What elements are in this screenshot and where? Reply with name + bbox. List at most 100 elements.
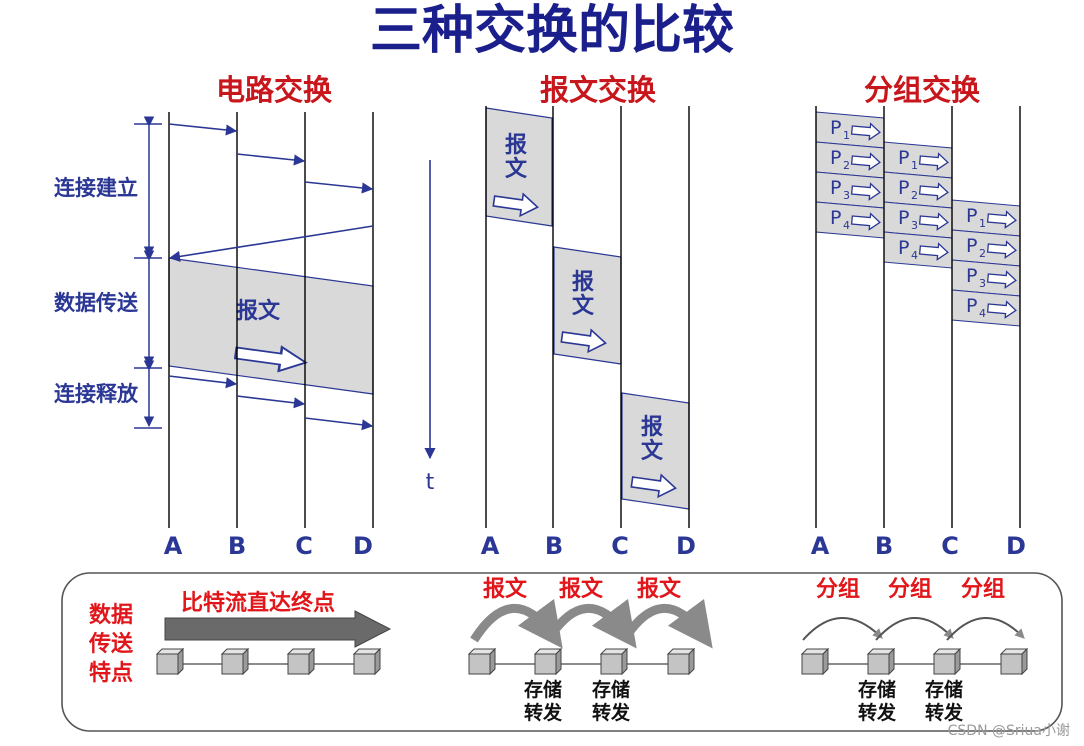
bitstream-label: 比特流直达终点 <box>181 590 335 616</box>
packet-label: P <box>966 265 977 287</box>
packet-index: 1 <box>843 129 850 142</box>
section-title-packet: 分组交换 <box>864 73 981 107</box>
packet-label: P <box>898 147 909 169</box>
phase-label-release: 连接释放 <box>54 382 139 406</box>
message-block-ab-label-2: 文 <box>505 156 528 182</box>
node-label-a: A <box>481 532 500 560</box>
packet-hop-label-3: 分组 <box>961 576 1005 602</box>
packet-index: 4 <box>843 219 850 232</box>
watermark: CSDN @Sriua小谢 <box>948 723 1070 739</box>
node-label-b: B <box>875 532 893 560</box>
node-label-b: B <box>545 532 563 560</box>
store-forward-label-1-line-2: 转发 <box>524 701 563 724</box>
store-forward-label-2-line-1: 存储 <box>592 678 630 701</box>
message-hop-label-2: 报文 <box>559 576 604 602</box>
message-hop-arrow-icon <box>470 598 563 649</box>
message-block-cd-label-1: 报 <box>641 415 663 440</box>
packet-hop-arrow-icon <box>802 617 883 641</box>
node-label-a: A <box>164 532 183 560</box>
bitstream-arrow-icon <box>164 610 392 648</box>
node-label-c: C <box>295 532 313 560</box>
setup-signal-ab <box>168 123 238 136</box>
packet-index: 3 <box>843 189 850 202</box>
packet-index: 3 <box>911 219 918 232</box>
section-title-circuit: 电路交换 <box>216 73 333 107</box>
message-hop-label-1: 报文 <box>483 576 528 602</box>
store-forward-label-2-line-2: 转发 <box>592 701 631 724</box>
packet-index: 1 <box>979 217 986 230</box>
node-cube-icon <box>600 648 628 675</box>
packet-label: P <box>898 207 909 229</box>
packet-label: P <box>966 235 977 257</box>
packet-label: P <box>830 147 841 169</box>
node-cube-icon <box>353 648 381 675</box>
node-label-c: C <box>611 532 629 560</box>
setup-ack-da <box>168 225 374 262</box>
setup-signal-cd <box>304 181 374 194</box>
node-cube-icon <box>156 648 184 675</box>
node-cube-icon <box>534 648 562 675</box>
node-cube-icon <box>933 648 961 675</box>
release-signal-bc <box>236 395 306 409</box>
node-cube-icon <box>287 648 315 675</box>
node-label-c: C <box>941 532 959 560</box>
node-label-a: A <box>811 532 830 560</box>
side-label-line-3: 特点 <box>89 660 133 686</box>
phase-label-setup: 连接建立 <box>54 176 138 200</box>
time-axis-label: t <box>426 470 435 495</box>
packet-hop-label-1: 分组 <box>816 576 860 602</box>
node-label-d: D <box>1006 532 1026 560</box>
packet-label: P <box>898 177 909 199</box>
store-forward-label-3-line-1: 存储 <box>858 678 896 701</box>
packet-index: 2 <box>843 159 850 172</box>
packet-index: 2 <box>979 247 986 260</box>
phase-bracket <box>134 116 162 429</box>
store-forward-label-4-line-2: 转发 <box>925 701 964 724</box>
release-signal-ab <box>168 375 238 389</box>
node-cube-icon <box>801 648 829 675</box>
packet-label: P <box>830 207 841 229</box>
setup-signal-bc <box>236 153 306 166</box>
node-label-d: D <box>676 532 696 560</box>
node-cube-icon <box>867 648 895 675</box>
circuit-switching-panel: 连接建立 数据传送 连接释放 报文 A B C D <box>54 112 374 560</box>
message-switching-panel: 报 文 报 文 报 文 A B C D <box>481 106 696 560</box>
packet-index: 1 <box>911 159 918 172</box>
node-label-d: D <box>353 532 373 560</box>
message-block-bc-label-1: 报 <box>572 270 594 295</box>
node-label-b: B <box>228 532 246 560</box>
node-cube-icon <box>468 648 496 675</box>
store-forward-label-4-line-1: 存储 <box>925 678 963 701</box>
page-title: 三种交换的比较 <box>370 1 734 61</box>
section-title-message: 报文交换 <box>540 73 657 107</box>
message-block-ab-label-1: 报 <box>505 133 527 158</box>
packet-hop-label-2: 分组 <box>888 576 932 602</box>
message-hop-arrow-icon <box>544 598 637 649</box>
time-axis: t <box>424 160 436 495</box>
phase-label-transfer: 数据传送 <box>54 291 139 315</box>
circuit-data-band <box>168 257 374 395</box>
store-forward-label-3-line-2: 转发 <box>858 701 897 724</box>
packet-label: P <box>898 237 909 259</box>
message-hop-arrow-icon <box>620 598 713 649</box>
node-cube-icon <box>1000 648 1028 675</box>
packet-hop-arrow-icon <box>875 617 954 641</box>
circuit-message-label: 报文 <box>236 298 281 324</box>
packet-index: 4 <box>979 307 986 320</box>
packet-index: 2 <box>911 189 918 202</box>
release-signal-cd <box>304 417 374 431</box>
message-block-cd-label-2: 文 <box>641 438 664 464</box>
packet-label: P <box>830 117 841 139</box>
message-hop-label-3: 报文 <box>637 576 682 602</box>
store-forward-label-1-line-1: 存储 <box>524 678 562 701</box>
side-label-line-2: 传送 <box>88 631 133 657</box>
packet-label: P <box>830 177 841 199</box>
node-cube-icon <box>221 648 249 675</box>
packet-label: P <box>966 295 977 317</box>
packet-index: 3 <box>979 277 986 290</box>
